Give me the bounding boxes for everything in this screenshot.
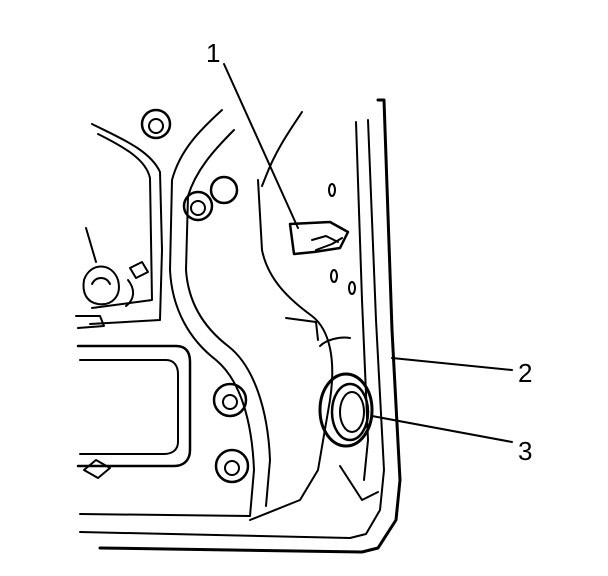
leader-lines — [223, 63, 513, 443]
door-outer-frame — [79, 98, 402, 554]
callout-2: 2 — [518, 358, 532, 388]
grommet-lower-1 — [212, 382, 248, 418]
wire-harness — [75, 227, 149, 329]
inner-panel — [79, 109, 351, 521]
grommet-lower-2 — [214, 448, 250, 484]
leader-line-1 — [223, 63, 299, 229]
callout-1: 1 — [206, 38, 220, 68]
grommet-mid-left — [182, 175, 239, 222]
grommet-upper-left — [140, 108, 172, 140]
door-latch-clip — [288, 220, 350, 256]
small-holes — [328, 183, 356, 295]
leader-line-2 — [391, 357, 513, 371]
panel-cutout — [76, 344, 192, 479]
door-seal-grommet — [318, 372, 379, 501]
leader-line-3 — [371, 415, 513, 443]
callout-3: 3 — [518, 436, 532, 466]
